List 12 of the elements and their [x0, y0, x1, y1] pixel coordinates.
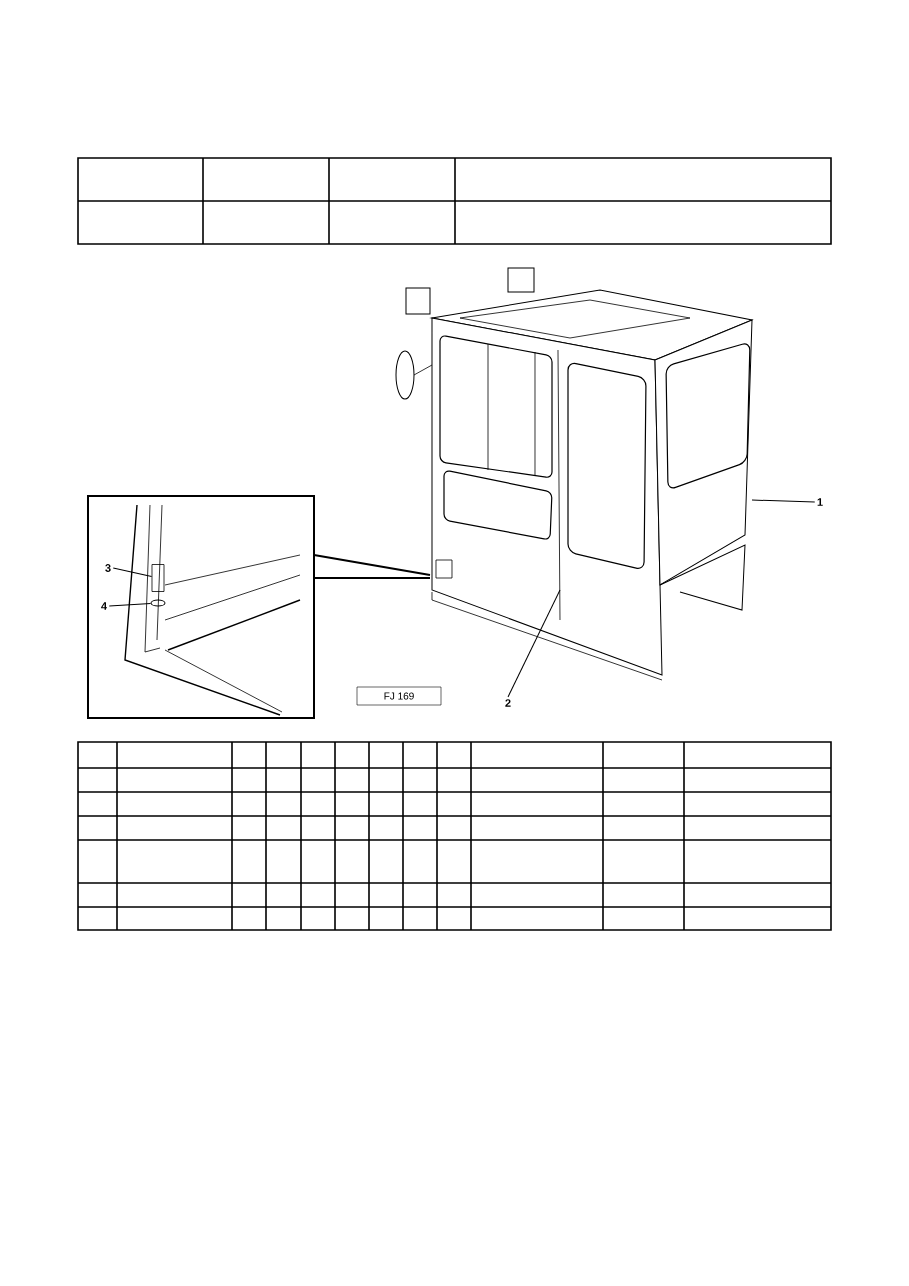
leader-line [108, 602, 152, 607]
callout-number: 2 [505, 699, 511, 707]
washer [150, 599, 166, 607]
callout-number: 3 [105, 564, 111, 572]
leader-line [112, 567, 153, 578]
figure-code: FJ 169 [356, 686, 442, 706]
callout-number: 4 [101, 602, 107, 610]
cab-drawing [395, 267, 753, 681]
leader-line [507, 589, 561, 698]
bolt [151, 564, 165, 592]
callout-number: 1 [817, 498, 823, 506]
leader-line [751, 499, 816, 503]
